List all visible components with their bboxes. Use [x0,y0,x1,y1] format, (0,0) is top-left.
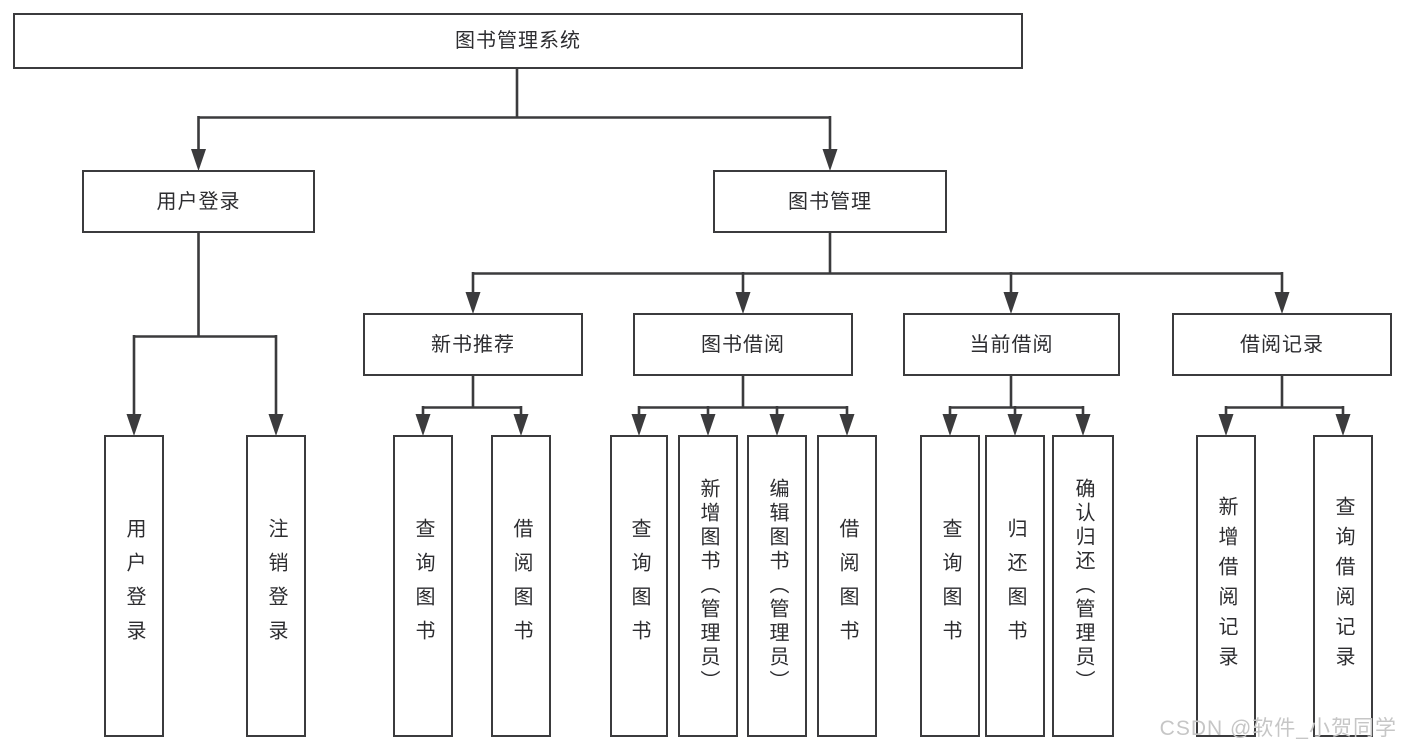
leaf-confirm-return-admin: 确认归还（管理员） [1052,435,1114,737]
node-book-borrowing-label: 图书借阅 [701,333,785,356]
node-book-management-label: 图书管理 [788,190,872,213]
leaf-query-books-borrowing: 查询图书 [610,435,668,737]
leaf-add-borrow-record-label: 新增借阅记录 [1215,496,1237,676]
leaf-add-borrow-record: 新增借阅记录 [1196,435,1256,737]
node-root-system: 图书管理系统 [13,13,1023,69]
leaf-logout-label: 注销登录 [265,518,287,654]
watermark: CSDN @软件_小贺同学 [1159,717,1397,740]
leaf-query-books-recommend: 查询图书 [393,435,453,737]
leaf-query-books-current: 查询图书 [920,435,980,737]
leaf-user-login: 用户登录 [104,435,164,737]
leaf-query-books-borrowing-label: 查询图书 [628,518,650,654]
leaf-borrow-books-borrowing-label: 借阅图书 [836,518,858,654]
node-new-book-recommend-label: 新书推荐 [431,333,515,356]
node-root-label: 图书管理系统 [455,30,581,52]
node-borrow-records-label: 借阅记录 [1240,333,1324,356]
leaf-query-borrow-record-label: 查询借阅记录 [1332,496,1354,676]
leaf-return-book-label: 归还图书 [1004,518,1026,654]
leaf-edit-book-admin: 编辑图书（管理员） [747,435,807,737]
leaf-add-book-admin-label: 新增图书（管理员） [697,478,719,694]
leaf-user-login-label: 用户登录 [123,518,145,654]
node-book-borrowing: 图书借阅 [633,313,853,376]
leaf-confirm-return-admin-label: 确认归还（管理员） [1072,478,1094,694]
node-borrow-records: 借阅记录 [1172,313,1392,376]
leaf-query-borrow-record: 查询借阅记录 [1313,435,1373,737]
node-current-borrowing-label: 当前借阅 [969,333,1054,356]
leaf-borrow-books-recommend: 借阅图书 [491,435,551,737]
leaf-query-books-recommend-label: 查询图书 [412,518,434,654]
leaf-edit-book-admin-label: 编辑图书（管理员） [766,478,788,694]
leaf-add-book-admin: 新增图书（管理员） [678,435,738,737]
leaf-return-book: 归还图书 [985,435,1045,737]
node-new-book-recommend: 新书推荐 [363,313,583,376]
leaf-borrow-books-recommend-label: 借阅图书 [510,518,532,654]
node-user-login: 用户登录 [82,170,315,233]
node-book-management: 图书管理 [713,170,947,233]
leaf-borrow-books-borrowing: 借阅图书 [817,435,877,737]
leaf-query-books-current-label: 查询图书 [939,518,961,654]
leaf-logout: 注销登录 [246,435,306,737]
node-current-borrowing: 当前借阅 [903,313,1120,376]
node-user-login-label: 用户登录 [156,190,241,213]
